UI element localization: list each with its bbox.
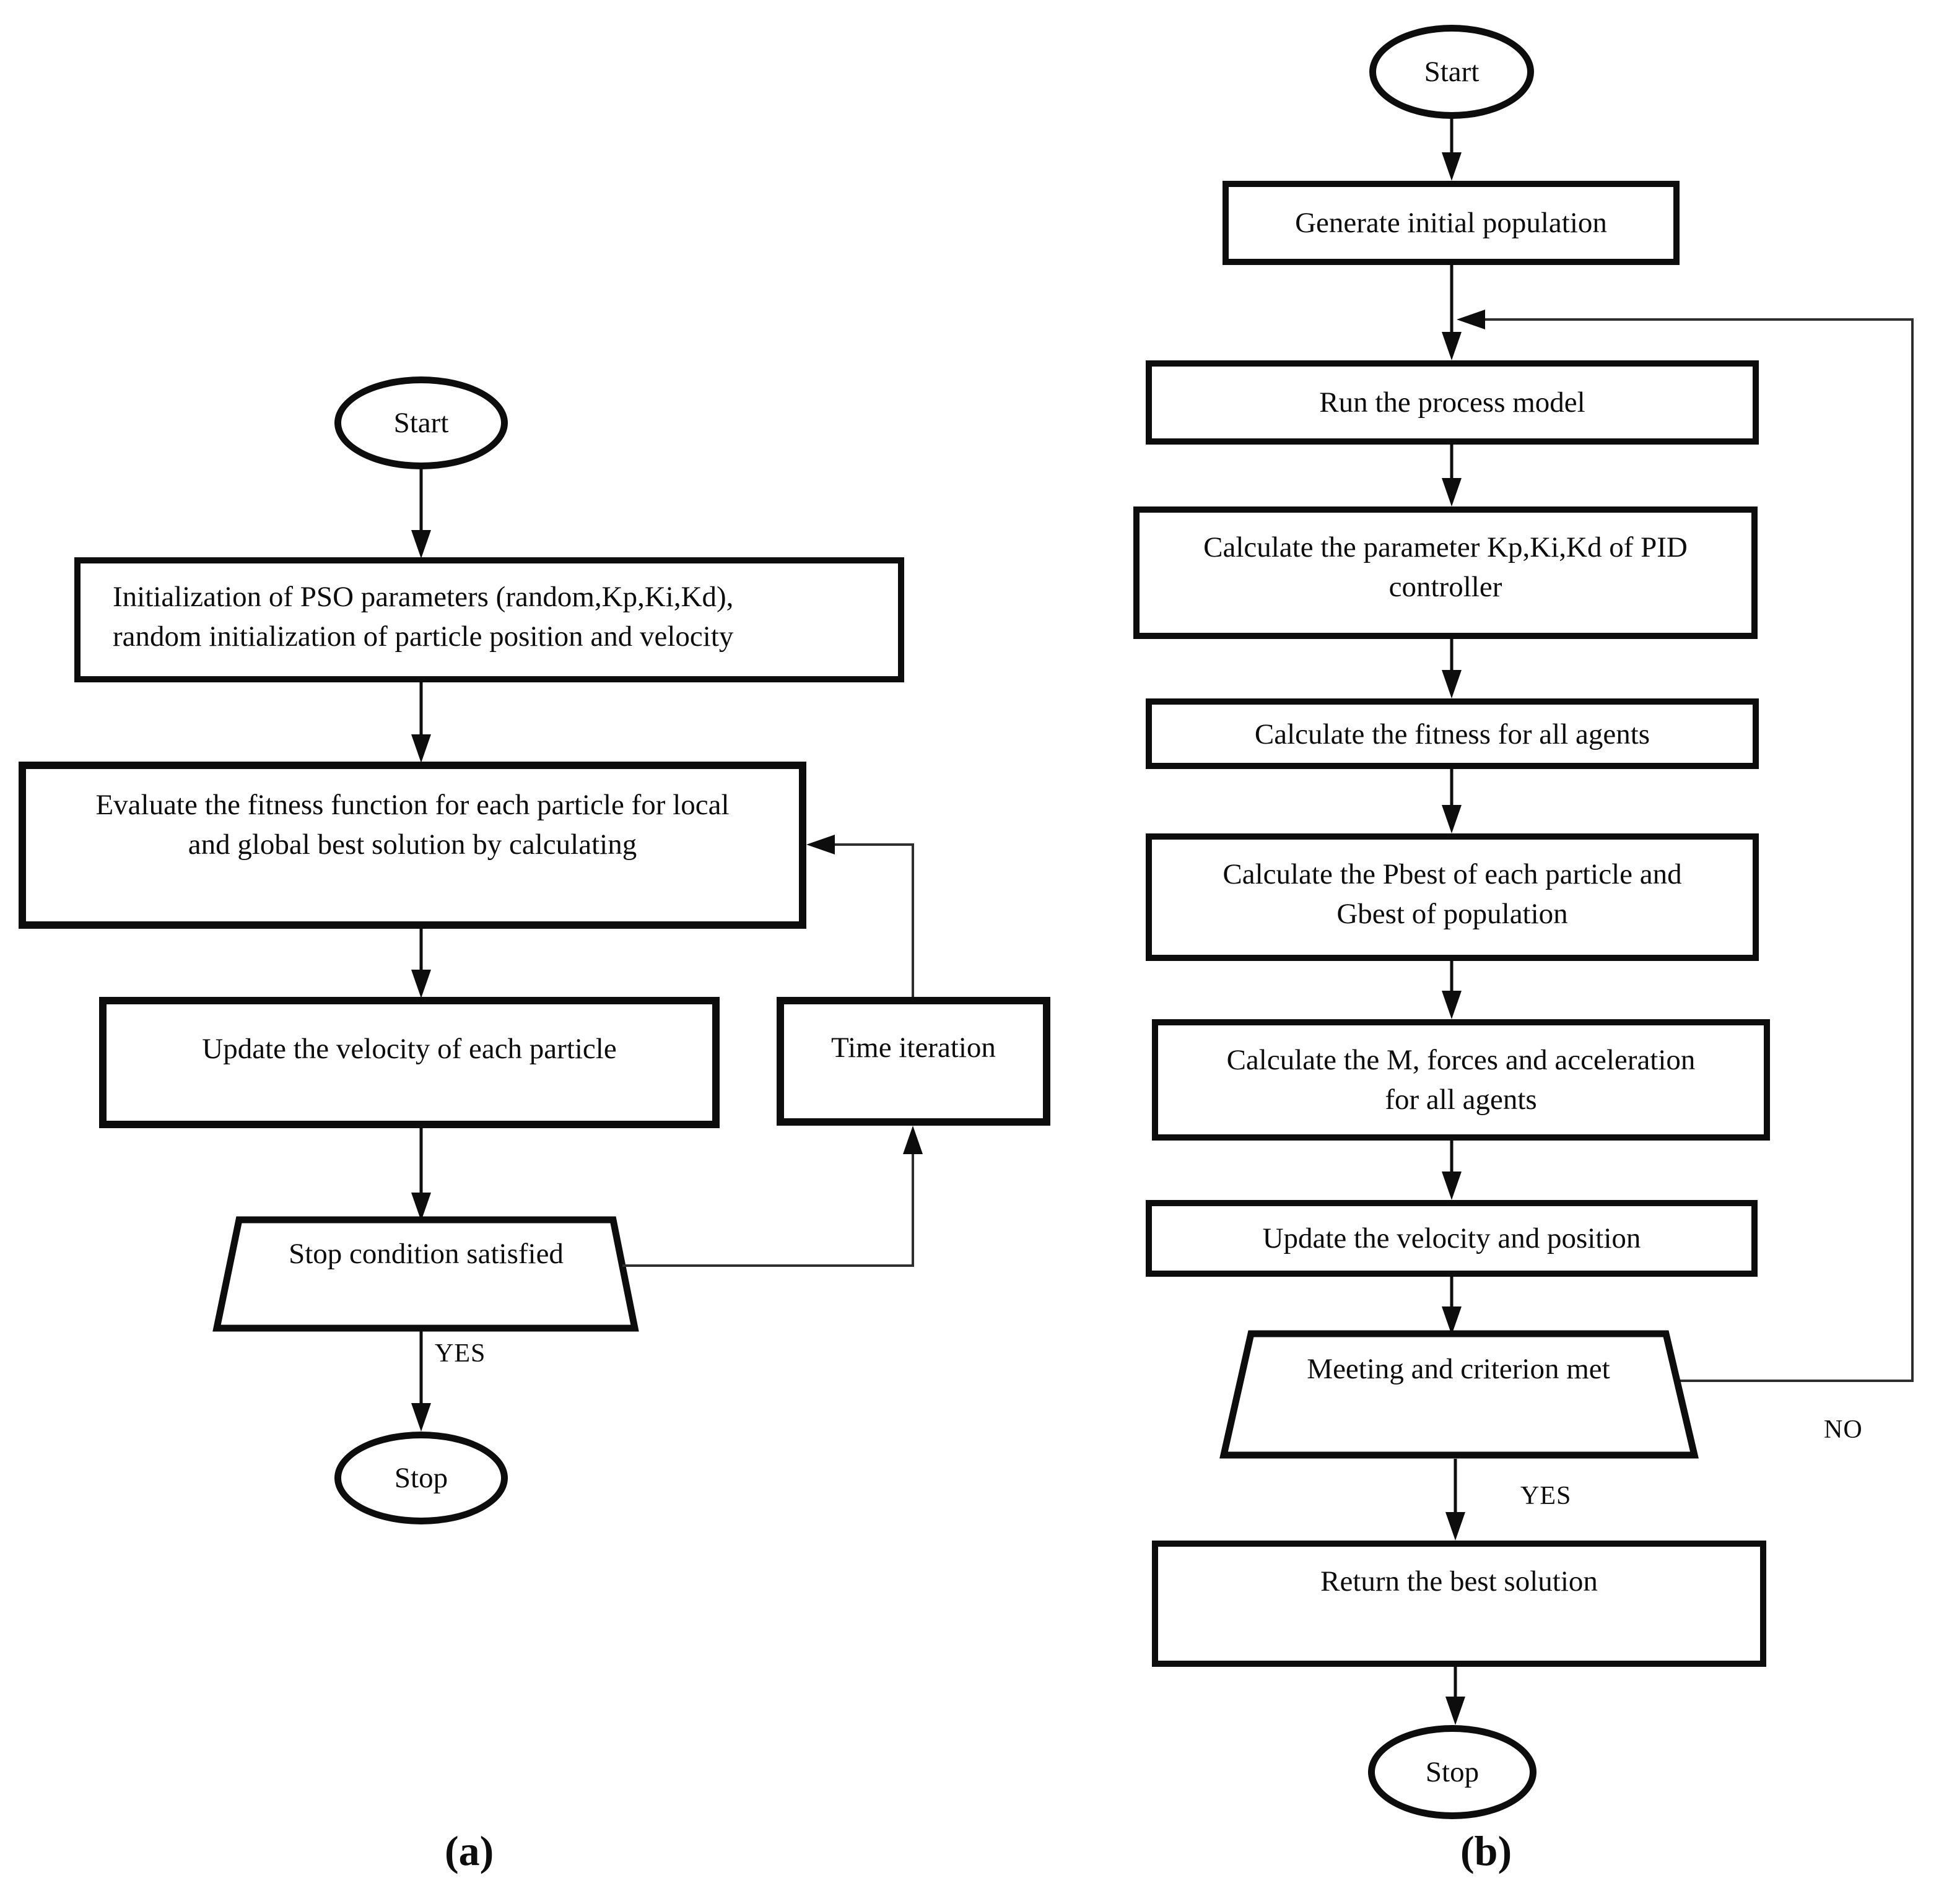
- edge-a-stopcond-to-time: [622, 1153, 914, 1267]
- edge-a-time-to-eval: [834, 843, 914, 997]
- b-pbest-line1: Calculate the Pbest of each particle and: [1223, 858, 1682, 890]
- a-time-iteration-box: Time iteration: [777, 997, 1050, 1126]
- b-calc-forces-box: Calculate the M, forces and acceleration…: [1152, 1019, 1770, 1141]
- shape-a-stop-condition-trapezoid: [212, 1216, 639, 1332]
- a-stop-label: Stop: [394, 1462, 448, 1494]
- b-start-label: Start: [1424, 56, 1480, 88]
- b-run-model-label: Run the process model: [1319, 386, 1585, 419]
- b-calc-fitness-box: Calculate the fitness for all agents: [1146, 698, 1759, 769]
- b-meeting-label: Meeting and criterion met: [1307, 1353, 1610, 1385]
- b-yes-label: YES: [1520, 1482, 1572, 1510]
- b-calc-parameter-box: Calculate the parameter Kp,Ki,Kd of PID …: [1133, 506, 1758, 639]
- a-yes-label: YES: [435, 1339, 486, 1368]
- b-generate-population-box: Generate initial population: [1223, 181, 1680, 265]
- a-init-line1: Initialization of PSO parameters (random…: [113, 581, 734, 613]
- a-start-label: Start: [393, 407, 449, 439]
- a-stop-condition-label: Stop condition satisfied: [289, 1238, 564, 1270]
- arrowhead-b-forces-updatevp: [1442, 1172, 1462, 1200]
- b-no-label: NO: [1824, 1415, 1863, 1444]
- a-evaluate-fitness-box: Evaluate the fitness function for each p…: [19, 762, 806, 929]
- b-start-terminal: Start: [1369, 25, 1534, 119]
- a-init-line2: random initialization of particle positi…: [113, 620, 734, 653]
- b-generate-label: Generate initial population: [1295, 207, 1607, 239]
- arrowhead-a-yes: [411, 1403, 431, 1432]
- panel-a-label: (a): [445, 1827, 494, 1874]
- arrowhead-a-time-to-eval: [806, 835, 835, 854]
- a-evaluate-line1: Evaluate the fitness function for each p…: [95, 789, 730, 821]
- b-fitness-label: Calculate the fitness for all agents: [1254, 718, 1650, 750]
- b-return-best-label: Return the best solution: [1320, 1565, 1598, 1598]
- b-param-line1: Calculate the parameter Kp,Ki,Kd of PID: [1203, 531, 1688, 563]
- arrowhead-b-run-param: [1442, 478, 1462, 506]
- arrowhead-b-updatevp-meeting: [1442, 1306, 1462, 1335]
- arrowhead-b-return-stop: [1445, 1697, 1465, 1725]
- b-pbest-line2: Gbest of population: [1336, 898, 1568, 930]
- arrowhead-b-pbest-forces: [1442, 991, 1462, 1019]
- arrowhead-a-update-stopcond: [411, 1193, 431, 1221]
- b-stop-terminal: Stop: [1368, 1725, 1536, 1819]
- b-stop-label: Stop: [1425, 1756, 1480, 1788]
- a-update-velocity-box: Update the velocity of each particle: [99, 997, 720, 1128]
- a-stop-terminal: Stop: [334, 1432, 508, 1524]
- arrowhead-b-yes: [1445, 1512, 1465, 1541]
- b-calc-pbest-box: Calculate the Pbest of each particle and…: [1146, 833, 1759, 961]
- edge-b-no-feedback: [1485, 318, 1914, 1382]
- b-forces-line1: Calculate the M, forces and acceleration: [1226, 1044, 1696, 1076]
- arrowhead-b-fitness-pbest: [1442, 805, 1462, 833]
- b-return-best-solution-box: Return the best solution: [1152, 1541, 1766, 1667]
- arrowhead-b-no-feedback: [1457, 310, 1485, 329]
- arrowhead-b-param-fitness: [1442, 670, 1462, 698]
- b-update-velocity-position-box: Update the velocity and position: [1146, 1200, 1758, 1277]
- panel-b-label: (b): [1460, 1827, 1512, 1874]
- a-update-velocity-label: Update the velocity of each particle: [202, 1033, 617, 1065]
- a-start-terminal: Start: [334, 376, 508, 469]
- b-run-process-model-box: Run the process model: [1146, 360, 1759, 445]
- a-evaluate-line2: and global best solution by calculating: [188, 828, 637, 861]
- arrowhead-b-start-generate: [1442, 152, 1462, 181]
- b-forces-line2: for all agents: [1385, 1084, 1537, 1116]
- arrowhead-b-generate-run: [1442, 332, 1462, 360]
- arrowhead-a-eval-update: [411, 970, 431, 998]
- a-time-iteration-label: Time iteration: [831, 1032, 996, 1064]
- a-initialization-box: Initialization of PSO parameters (random…: [74, 557, 904, 682]
- arrowhead-a-start-init: [411, 530, 431, 559]
- shape-b-meeting-trapezoid: [1219, 1330, 1699, 1459]
- arrowhead-a-init-eval: [411, 734, 431, 763]
- b-param-line2: controller: [1388, 571, 1502, 603]
- arrowhead-a-stopcond-to-time: [903, 1126, 923, 1154]
- b-update-vp-label: Update the velocity and position: [1262, 1222, 1641, 1254]
